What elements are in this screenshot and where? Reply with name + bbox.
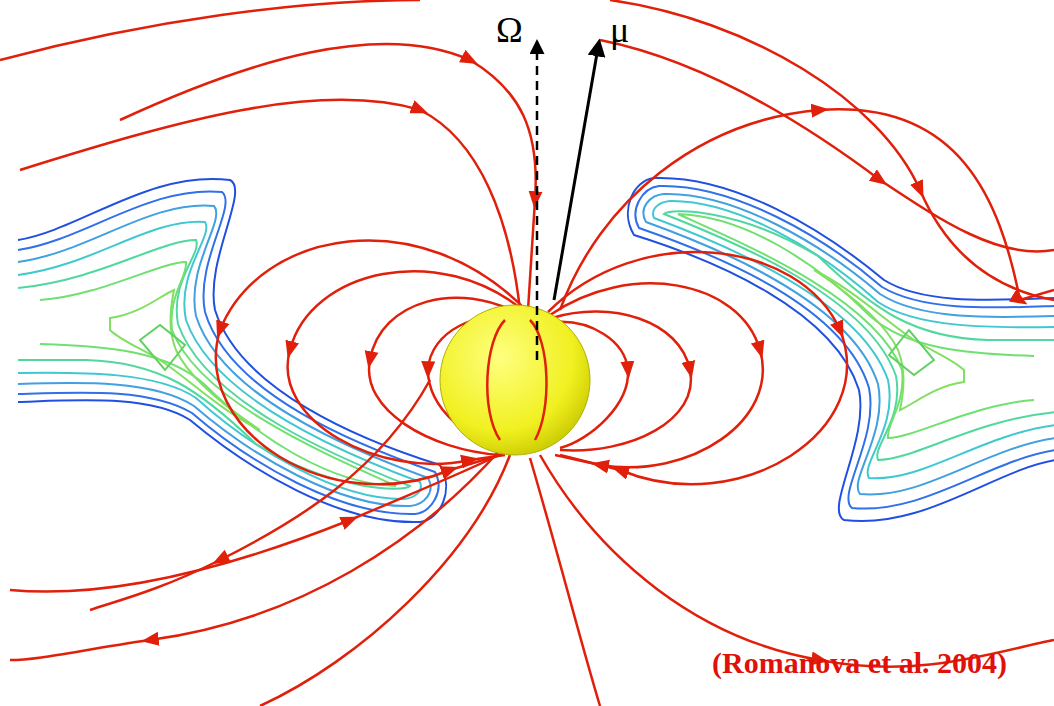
- rotation-axis-label: Ω: [496, 12, 523, 48]
- magnetic-moment-label: μ: [610, 12, 629, 48]
- citation-label: (Romanova et al. 2004): [712, 648, 1007, 678]
